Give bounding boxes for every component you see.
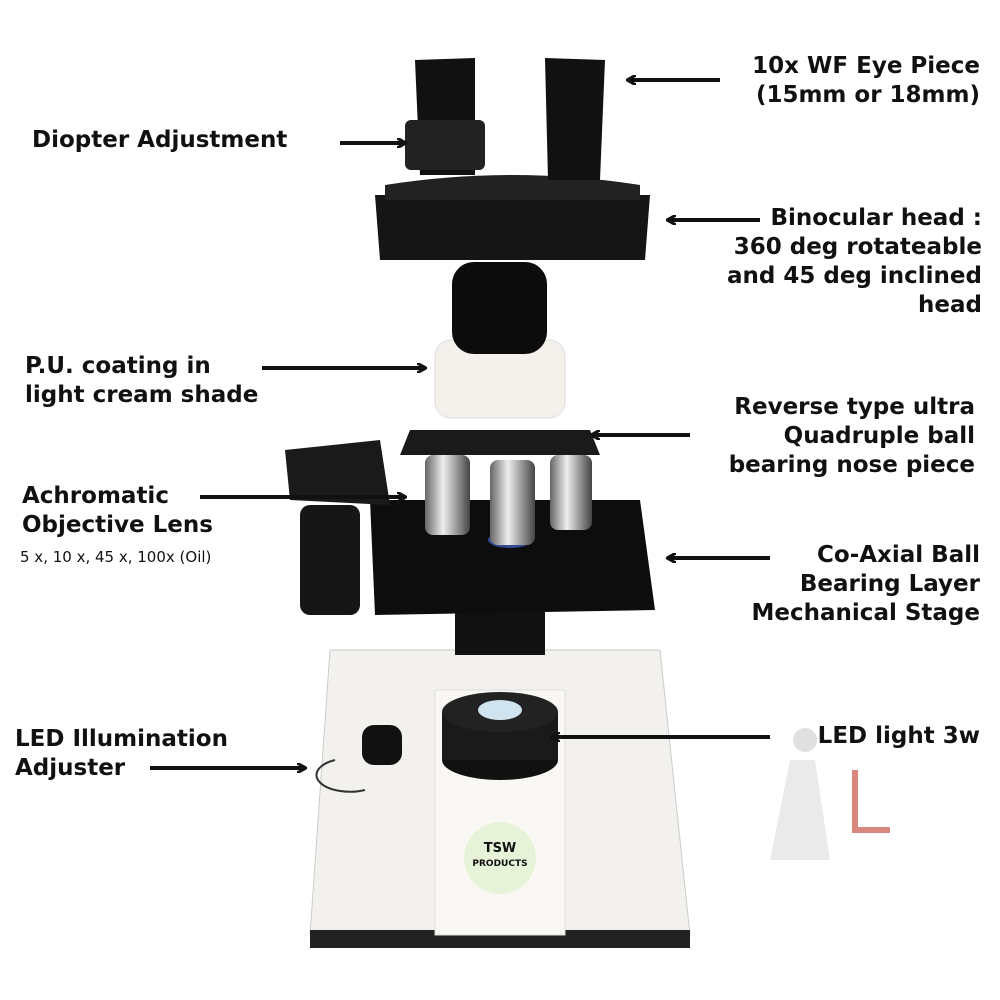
objective-lenses [425,455,592,545]
label-adjuster: LED Illumination Adjuster [15,725,228,783]
callout-arrows [150,80,770,768]
label-line: Bearing Layer [799,571,980,597]
label-line: Quadruple ball [783,423,975,449]
label-line: Co-Axial Ball [817,542,980,568]
label-head: Binocular head : 360 deg rotateable and … [727,204,982,320]
label-line: LED Illumination [15,726,228,752]
label-line: Adjuster [15,755,126,781]
label-line: Diopter Adjustment [32,127,288,153]
label-line: and 45 deg inclined [726,263,982,289]
label-stage: Co-Axial Ball Bearing Layer Mechanical S… [752,541,980,628]
led-light [442,692,558,780]
label-eyepiece: 10x WF Eye Piece (15mm or 18mm) [752,52,980,110]
label-line: head [918,292,982,318]
label-line: Achromatic [22,483,169,509]
label-led: LED light 3w [818,722,980,751]
label-line: Reverse type ultra [734,394,975,420]
label-nosepiece: Reverse type ultra Quadruple ball bearin… [729,393,975,480]
label-line: LED light 3w [817,723,980,749]
eyepieces [405,58,605,180]
label-line: P.U. coating in [25,353,211,379]
nose-piece [400,430,600,455]
logo: TSW PRODUCTS [464,822,536,894]
label-line: 360 deg rotateable [733,234,982,260]
svg-text:TSW: TSW [484,841,517,856]
watermark [770,728,890,860]
label-objective-magnifications: 5 x, 10 x, 45 x, 100x (Oil) [20,548,212,566]
label-line: Objective Lens [22,512,213,538]
label-line: light cream shade [25,382,259,408]
label-line: 10x WF Eye Piece [752,53,980,79]
binocular-head [375,175,650,354]
svg-text:PRODUCTS: PRODUCTS [472,859,527,869]
label-line: (15mm or 18mm) [755,82,980,108]
label-coating: P.U. coating in light cream shade [25,352,258,410]
label-line: Mechanical Stage [751,600,980,626]
label-line: bearing nose piece [728,452,975,478]
label-line: Binocular head : [770,205,982,231]
label-diopter: Diopter Adjustment [32,126,287,155]
label-objective: Achromatic Objective Lens [22,482,213,540]
led-adjuster-knob [315,725,402,793]
